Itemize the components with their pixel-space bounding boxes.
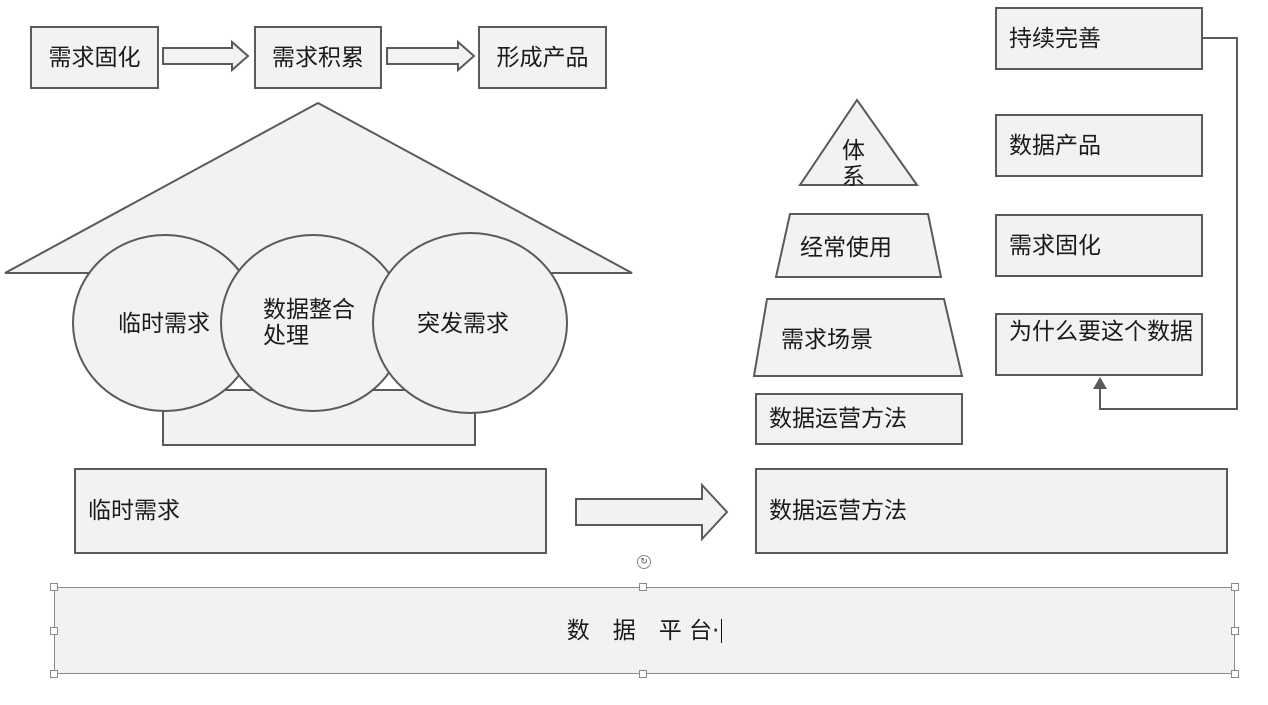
resize-handle-bottom-left[interactable] bbox=[50, 670, 58, 678]
transition-to-label: 数据运营方法 bbox=[769, 498, 907, 524]
cycle-box-1: 持续完善 bbox=[995, 7, 1203, 70]
pyramid-base-label: 数据运营方法 bbox=[769, 406, 907, 432]
cycle-box-1-label: 持续完善 bbox=[1009, 25, 1101, 52]
platform-label: 数 据 平 台· bbox=[566, 617, 720, 644]
flow-step-2-label: 需求积累 bbox=[272, 44, 364, 71]
cycle-box-4: 为什么要这个数据 bbox=[995, 313, 1203, 376]
resize-handle-bottom-right[interactable] bbox=[1231, 670, 1239, 678]
cycle-box-3: 需求固化 bbox=[995, 214, 1203, 277]
resize-handle-top[interactable] bbox=[639, 583, 647, 591]
flow-arrow-1 bbox=[162, 39, 250, 73]
flow-step-2: 需求积累 bbox=[254, 26, 382, 89]
resize-handle-left[interactable] bbox=[50, 627, 58, 635]
resize-handle-bottom[interactable] bbox=[639, 670, 647, 678]
cycle-box-3-label: 需求固化 bbox=[1009, 232, 1101, 259]
transition-to-box: 数据运营方法 bbox=[755, 468, 1228, 554]
text-cursor bbox=[721, 618, 723, 643]
circle-mid-label: 数据整合处理 bbox=[263, 297, 355, 349]
resize-handle-right[interactable] bbox=[1231, 627, 1239, 635]
pyramid-level3-label: 需求场景 bbox=[781, 327, 873, 353]
circle-right bbox=[372, 232, 568, 414]
cycle-connector bbox=[1099, 37, 1238, 410]
pyramid-level3 bbox=[752, 298, 964, 377]
pyramid-base: 数据运营方法 bbox=[755, 393, 963, 445]
pyramid-level2 bbox=[774, 213, 943, 278]
pyramid-level2-label: 经常使用 bbox=[800, 235, 892, 261]
transition-from-box: 临时需求 bbox=[74, 468, 547, 554]
circle-right-label: 突发需求 bbox=[417, 311, 509, 337]
resize-handle-top-left[interactable] bbox=[50, 583, 58, 591]
pyramid-top-label: 体系 bbox=[842, 138, 865, 190]
cycle-box-2: 数据产品 bbox=[995, 114, 1203, 177]
flow-step-3: 形成产品 bbox=[478, 26, 607, 89]
circle-left-label: 临时需求 bbox=[118, 311, 210, 337]
cycle-box-4-label: 为什么要这个数据 bbox=[1009, 319, 1193, 345]
cycle-arrowhead bbox=[1093, 377, 1107, 389]
transition-arrow bbox=[575, 482, 729, 542]
flow-step-1: 需求固化 bbox=[30, 26, 159, 89]
transition-from-label: 临时需求 bbox=[88, 498, 180, 524]
pyramid-top bbox=[798, 98, 919, 186]
flow-arrow-2 bbox=[386, 39, 476, 73]
rotate-handle[interactable]: ↻ bbox=[637, 555, 651, 569]
cycle-box-2-label: 数据产品 bbox=[1009, 132, 1101, 159]
flow-step-3-label: 形成产品 bbox=[496, 44, 589, 71]
platform-textbox[interactable]: 数 据 平 台· bbox=[54, 587, 1235, 674]
flow-step-1-label: 需求固化 bbox=[48, 44, 141, 71]
resize-handle-top-right[interactable] bbox=[1231, 583, 1239, 591]
